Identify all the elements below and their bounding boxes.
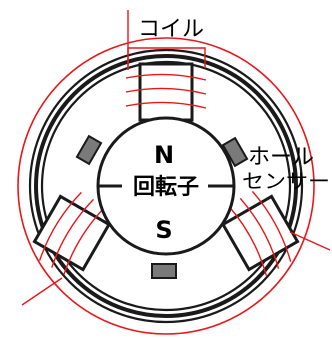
stator-ring-middle (34, 54, 298, 318)
north-pole-label: N (154, 141, 174, 169)
coil-lower-right (220, 190, 300, 276)
rotor-label: 回転子 (133, 174, 199, 200)
hall-sensor-right (221, 136, 249, 168)
stator-ring-outer (28, 48, 304, 324)
south-pole-label: S (155, 216, 172, 244)
hall-sensor-label-line2: センサー (242, 169, 330, 193)
wire-lower-right (289, 231, 331, 251)
stator-ring-inner (40, 60, 292, 312)
hall-sensor-label-line1: ホール (248, 145, 314, 170)
coil-lower-left (32, 191, 112, 275)
hall-sensor-left (75, 134, 103, 166)
coil-label: コイル (138, 17, 204, 42)
coil-top (125, 10, 207, 122)
wire-lower-left (21, 277, 63, 306)
outer-housing-circle (17, 37, 315, 335)
hall-sensor-bottom (151, 263, 177, 279)
